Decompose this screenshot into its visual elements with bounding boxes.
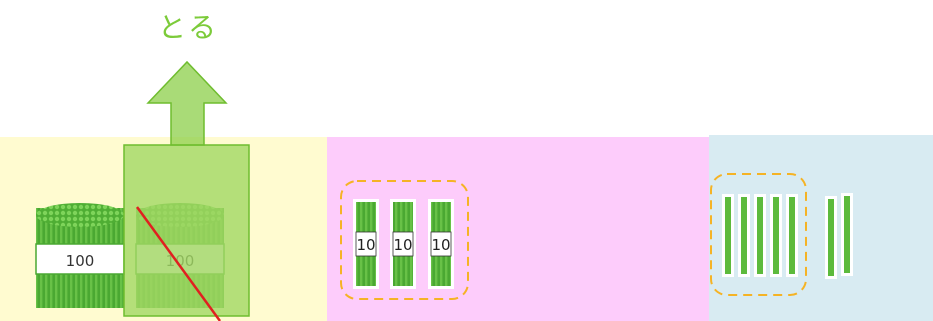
ten-bundle: 10	[353, 199, 379, 289]
ten-bundle-label: 10	[431, 236, 450, 254]
ten-bundle-label: 10	[393, 236, 412, 254]
ten-bundle: 10	[390, 199, 416, 289]
ten-bundle-label: 10	[356, 236, 375, 254]
ten-bundle: 10	[428, 199, 454, 289]
single-stick	[738, 194, 750, 277]
single-stick	[825, 196, 837, 279]
single-stick	[770, 194, 782, 277]
hundred-bundle: 100	[36, 203, 124, 308]
single-stick	[722, 194, 734, 277]
single-stick	[841, 193, 853, 276]
single-stick	[786, 194, 798, 277]
hundred-bundle-label: 100	[66, 252, 95, 270]
up-arrow-icon	[124, 62, 249, 316]
single-stick	[754, 194, 766, 277]
